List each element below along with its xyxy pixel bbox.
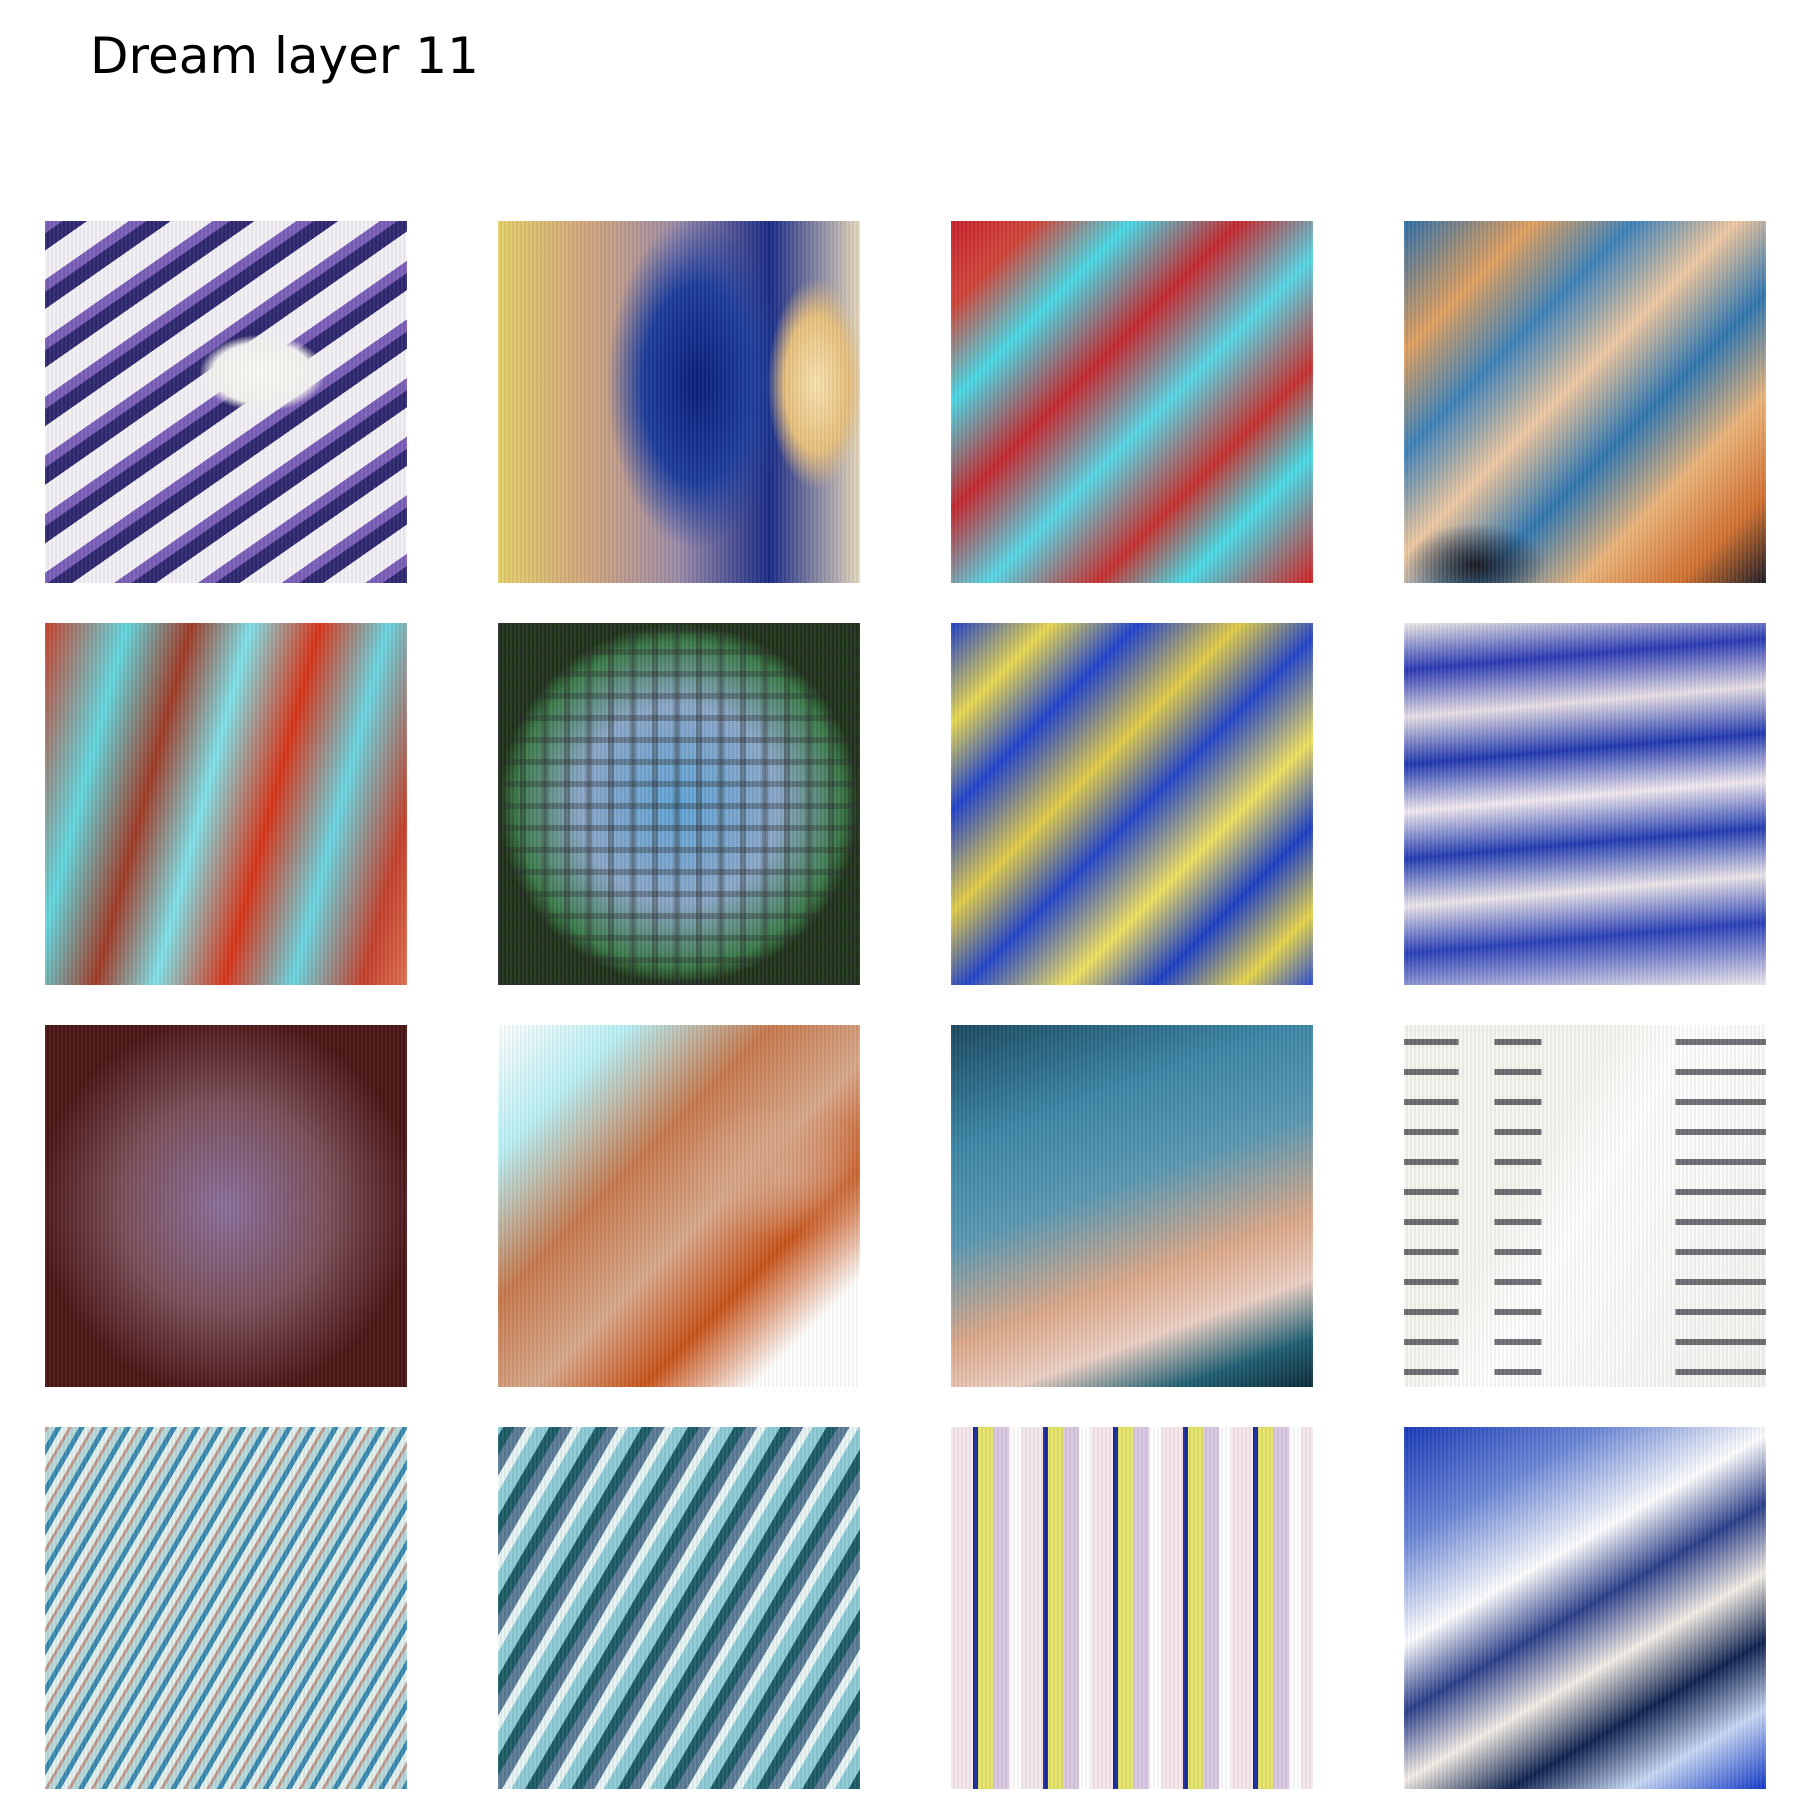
dream-tile-12	[1404, 1025, 1766, 1387]
dream-tile-3	[951, 221, 1313, 583]
dream-tile-9	[45, 1025, 407, 1387]
dream-tile-11	[951, 1025, 1313, 1387]
figure-title: Dream layer 11	[90, 27, 479, 85]
dream-tile-13	[45, 1427, 407, 1789]
dream-tile-6	[498, 623, 860, 985]
dream-tile-14	[498, 1427, 860, 1789]
dream-tile-16	[1404, 1427, 1766, 1789]
dream-tile-10	[498, 1025, 860, 1387]
dream-tile-5	[45, 623, 407, 985]
dream-tile-15	[951, 1427, 1313, 1789]
dream-image-grid	[45, 221, 1766, 1789]
dream-tile-8	[1404, 623, 1766, 985]
dream-tile-4	[1404, 221, 1766, 583]
dream-tile-2	[498, 221, 860, 583]
spot-pattern	[1404, 1025, 1766, 1387]
dream-tile-7	[951, 623, 1313, 985]
dream-tile-1	[45, 221, 407, 583]
